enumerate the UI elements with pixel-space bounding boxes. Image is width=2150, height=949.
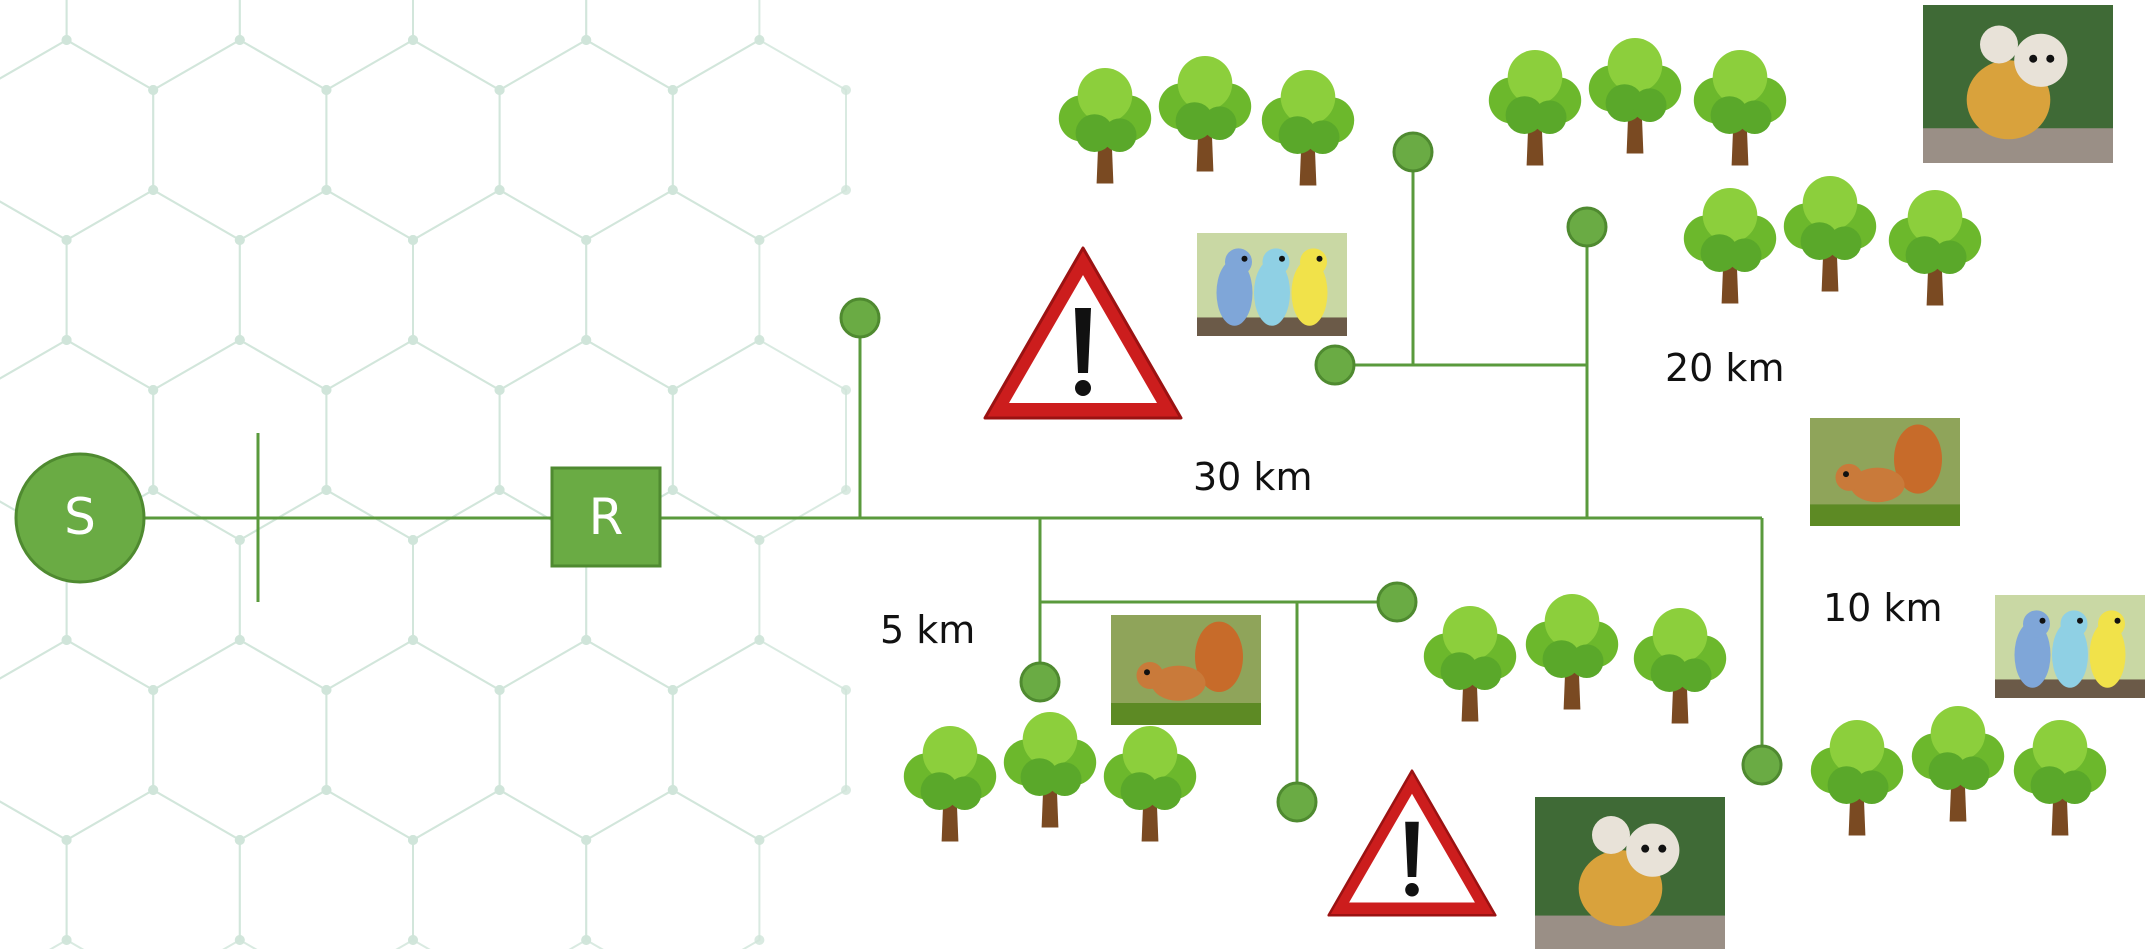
endpoint-node xyxy=(1392,131,1434,173)
endpoint-node xyxy=(1376,581,1418,623)
tree-icon xyxy=(1633,608,1727,724)
tree-icon xyxy=(1810,720,1904,836)
distance-label-5km: 5 km xyxy=(880,608,976,652)
endpoint-node xyxy=(1741,744,1783,786)
tree-icon xyxy=(1103,726,1197,842)
parrots-photo xyxy=(1197,233,1347,336)
distance-label-10km: 10 km xyxy=(1823,586,1943,630)
tree-icon xyxy=(1888,190,1982,306)
source-node xyxy=(14,452,146,584)
monkey-photo xyxy=(1535,797,1725,949)
endpoint-node xyxy=(1276,781,1318,823)
warning-icon xyxy=(1327,769,1497,917)
tree-icon xyxy=(1683,188,1777,304)
tree-icon xyxy=(1158,56,1252,172)
tree-icon xyxy=(1693,50,1787,166)
recloser-node xyxy=(550,466,662,568)
tree-icon xyxy=(1423,606,1517,722)
tree-icon xyxy=(2013,720,2107,836)
source-label: S xyxy=(64,488,96,546)
tree-icon xyxy=(903,726,997,842)
tree-icon xyxy=(1261,70,1355,186)
tree-icon xyxy=(1911,706,2005,822)
monkey-photo xyxy=(1923,5,2113,163)
endpoint-node xyxy=(1314,344,1356,386)
tree-icon xyxy=(1783,176,1877,292)
tree-icon xyxy=(1525,594,1619,710)
endpoint-node xyxy=(1566,206,1608,248)
distance-label-20km: 20 km xyxy=(1665,346,1785,390)
recloser-label: R xyxy=(588,488,624,546)
tree-icon xyxy=(1488,50,1582,166)
squirrel-photo xyxy=(1111,615,1261,725)
endpoint-node xyxy=(1019,661,1061,703)
endpoint-node xyxy=(839,297,881,339)
tree-icon xyxy=(1588,38,1682,154)
distance-label-30km: 30 km xyxy=(1193,455,1313,499)
tree-icon xyxy=(1003,712,1097,828)
tree-icon xyxy=(1058,68,1152,184)
warning-icon xyxy=(983,246,1183,420)
parrots-photo xyxy=(1995,595,2145,698)
squirrel-photo xyxy=(1810,418,1960,526)
